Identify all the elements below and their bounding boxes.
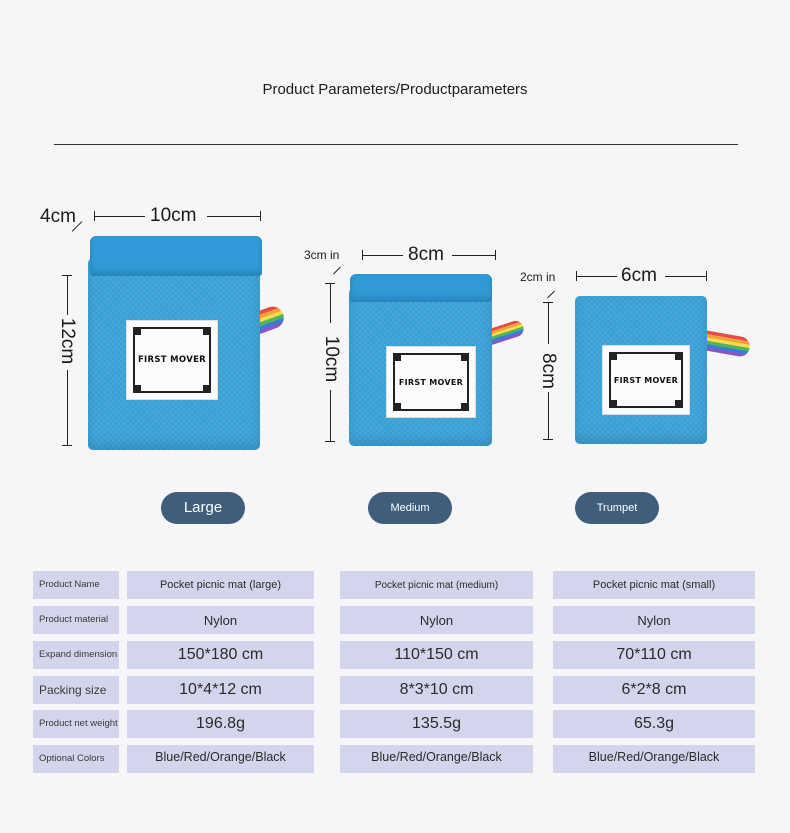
cell-colors-medium: Blue/Red/Orange/Black — [340, 745, 533, 773]
medium-depth-arrow — [333, 266, 341, 275]
cell-expand-medium: 110*150 cm — [340, 641, 533, 669]
cell-colors-small: Blue/Red/Orange/Black — [553, 745, 755, 773]
medium-height-line-top — [330, 283, 331, 323]
medium-width-label: 8cm — [408, 244, 444, 265]
medium-width-tick-right — [495, 250, 496, 260]
large-depth-label: 4cm — [40, 206, 76, 227]
cell-packing-small: 6*2*8 cm — [553, 676, 755, 704]
size-button-large[interactable]: Large — [161, 492, 245, 524]
small-depth-arrow — [547, 290, 555, 299]
large-height-label: 12cm — [57, 317, 79, 365]
medium-width-line-left — [363, 255, 403, 256]
cell-weight-medium: 135.5g — [340, 710, 533, 738]
large-width-label: 10cm — [150, 205, 197, 226]
small-width-line-right — [665, 276, 707, 277]
medium-rainbow-strap — [486, 318, 526, 346]
small-height-line-bottom — [548, 392, 549, 440]
size-button-trumpet[interactable]: Trumpet — [575, 492, 659, 524]
cell-colors-large: Blue/Red/Orange/Black — [127, 745, 314, 773]
medium-width-line-right — [452, 255, 496, 256]
size-button-medium[interactable]: Medium — [368, 492, 452, 524]
small-depth-label: 2cm in — [520, 270, 556, 284]
large-width-line-left — [95, 216, 145, 217]
large-pouch-image — [88, 258, 260, 450]
large-height-line-bottom — [67, 370, 68, 446]
cell-name-medium: Pocket picnic mat (medium) — [340, 571, 533, 599]
cell-name-large: Pocket picnic mat (large) — [127, 571, 314, 599]
small-width-line-left — [577, 276, 617, 277]
row-label-material: Product material — [33, 606, 119, 634]
page-title: Product Parameters/Productparameters — [262, 81, 528, 98]
small-width-tick-right — [706, 271, 707, 281]
cell-weight-small: 65.3g — [553, 710, 755, 738]
small-height-label: 8cm — [537, 353, 559, 389]
row-label-packing-size: Packing size — [33, 676, 119, 704]
large-pouch-lid — [90, 236, 262, 276]
cell-expand-small: 70*110 cm — [553, 641, 755, 669]
medium-brand-text: FIRST MOVER — [398, 377, 464, 387]
small-width-tick-left — [576, 271, 577, 281]
cell-material-small: Nylon — [553, 606, 755, 634]
medium-height-tick-bottom — [325, 441, 335, 442]
cell-weight-large: 196.8g — [127, 710, 314, 738]
small-height-tick-bottom — [543, 439, 553, 440]
cell-name-small: Pocket picnic mat (small) — [553, 571, 755, 599]
large-width-line-right — [207, 216, 261, 217]
cell-packing-large: 10*4*12 cm — [127, 676, 314, 704]
large-width-tick-left — [94, 211, 95, 221]
medium-width-tick-left — [362, 250, 363, 260]
small-brand-text: FIRST MOVER — [613, 375, 679, 385]
row-label-product-name: Product Name — [33, 571, 119, 599]
small-rainbow-strap — [700, 329, 752, 359]
row-label-optional-colors: Optional Colors — [33, 745, 119, 773]
large-height-line-top — [67, 275, 68, 315]
row-label-expand-dimension: Expand dimension — [33, 641, 119, 669]
medium-height-label: 10cm — [321, 335, 343, 383]
small-width-label: 6cm — [621, 265, 657, 286]
large-height-tick-bottom — [62, 445, 72, 446]
cell-packing-medium: 8*3*10 cm — [340, 676, 533, 704]
small-brand-tag: FIRST MOVER — [602, 345, 690, 415]
large-brand-tag: FIRST MOVER — [126, 320, 218, 400]
row-label-net-weight: Product net weight — [33, 710, 119, 738]
cell-material-medium: Nylon — [340, 606, 533, 634]
large-width-tick-right — [260, 211, 261, 221]
cell-material-large: Nylon — [127, 606, 314, 634]
medium-height-line-bottom — [330, 390, 331, 442]
title-divider — [54, 144, 738, 145]
medium-pouch-lid — [350, 274, 492, 302]
large-brand-text: FIRST MOVER — [137, 355, 207, 365]
small-height-line-top — [548, 302, 549, 344]
medium-pouch-image — [349, 288, 492, 446]
medium-brand-tag: FIRST MOVER — [386, 346, 476, 418]
medium-depth-label: 3cm in — [304, 248, 340, 262]
cell-expand-large: 150*180 cm — [127, 641, 314, 669]
